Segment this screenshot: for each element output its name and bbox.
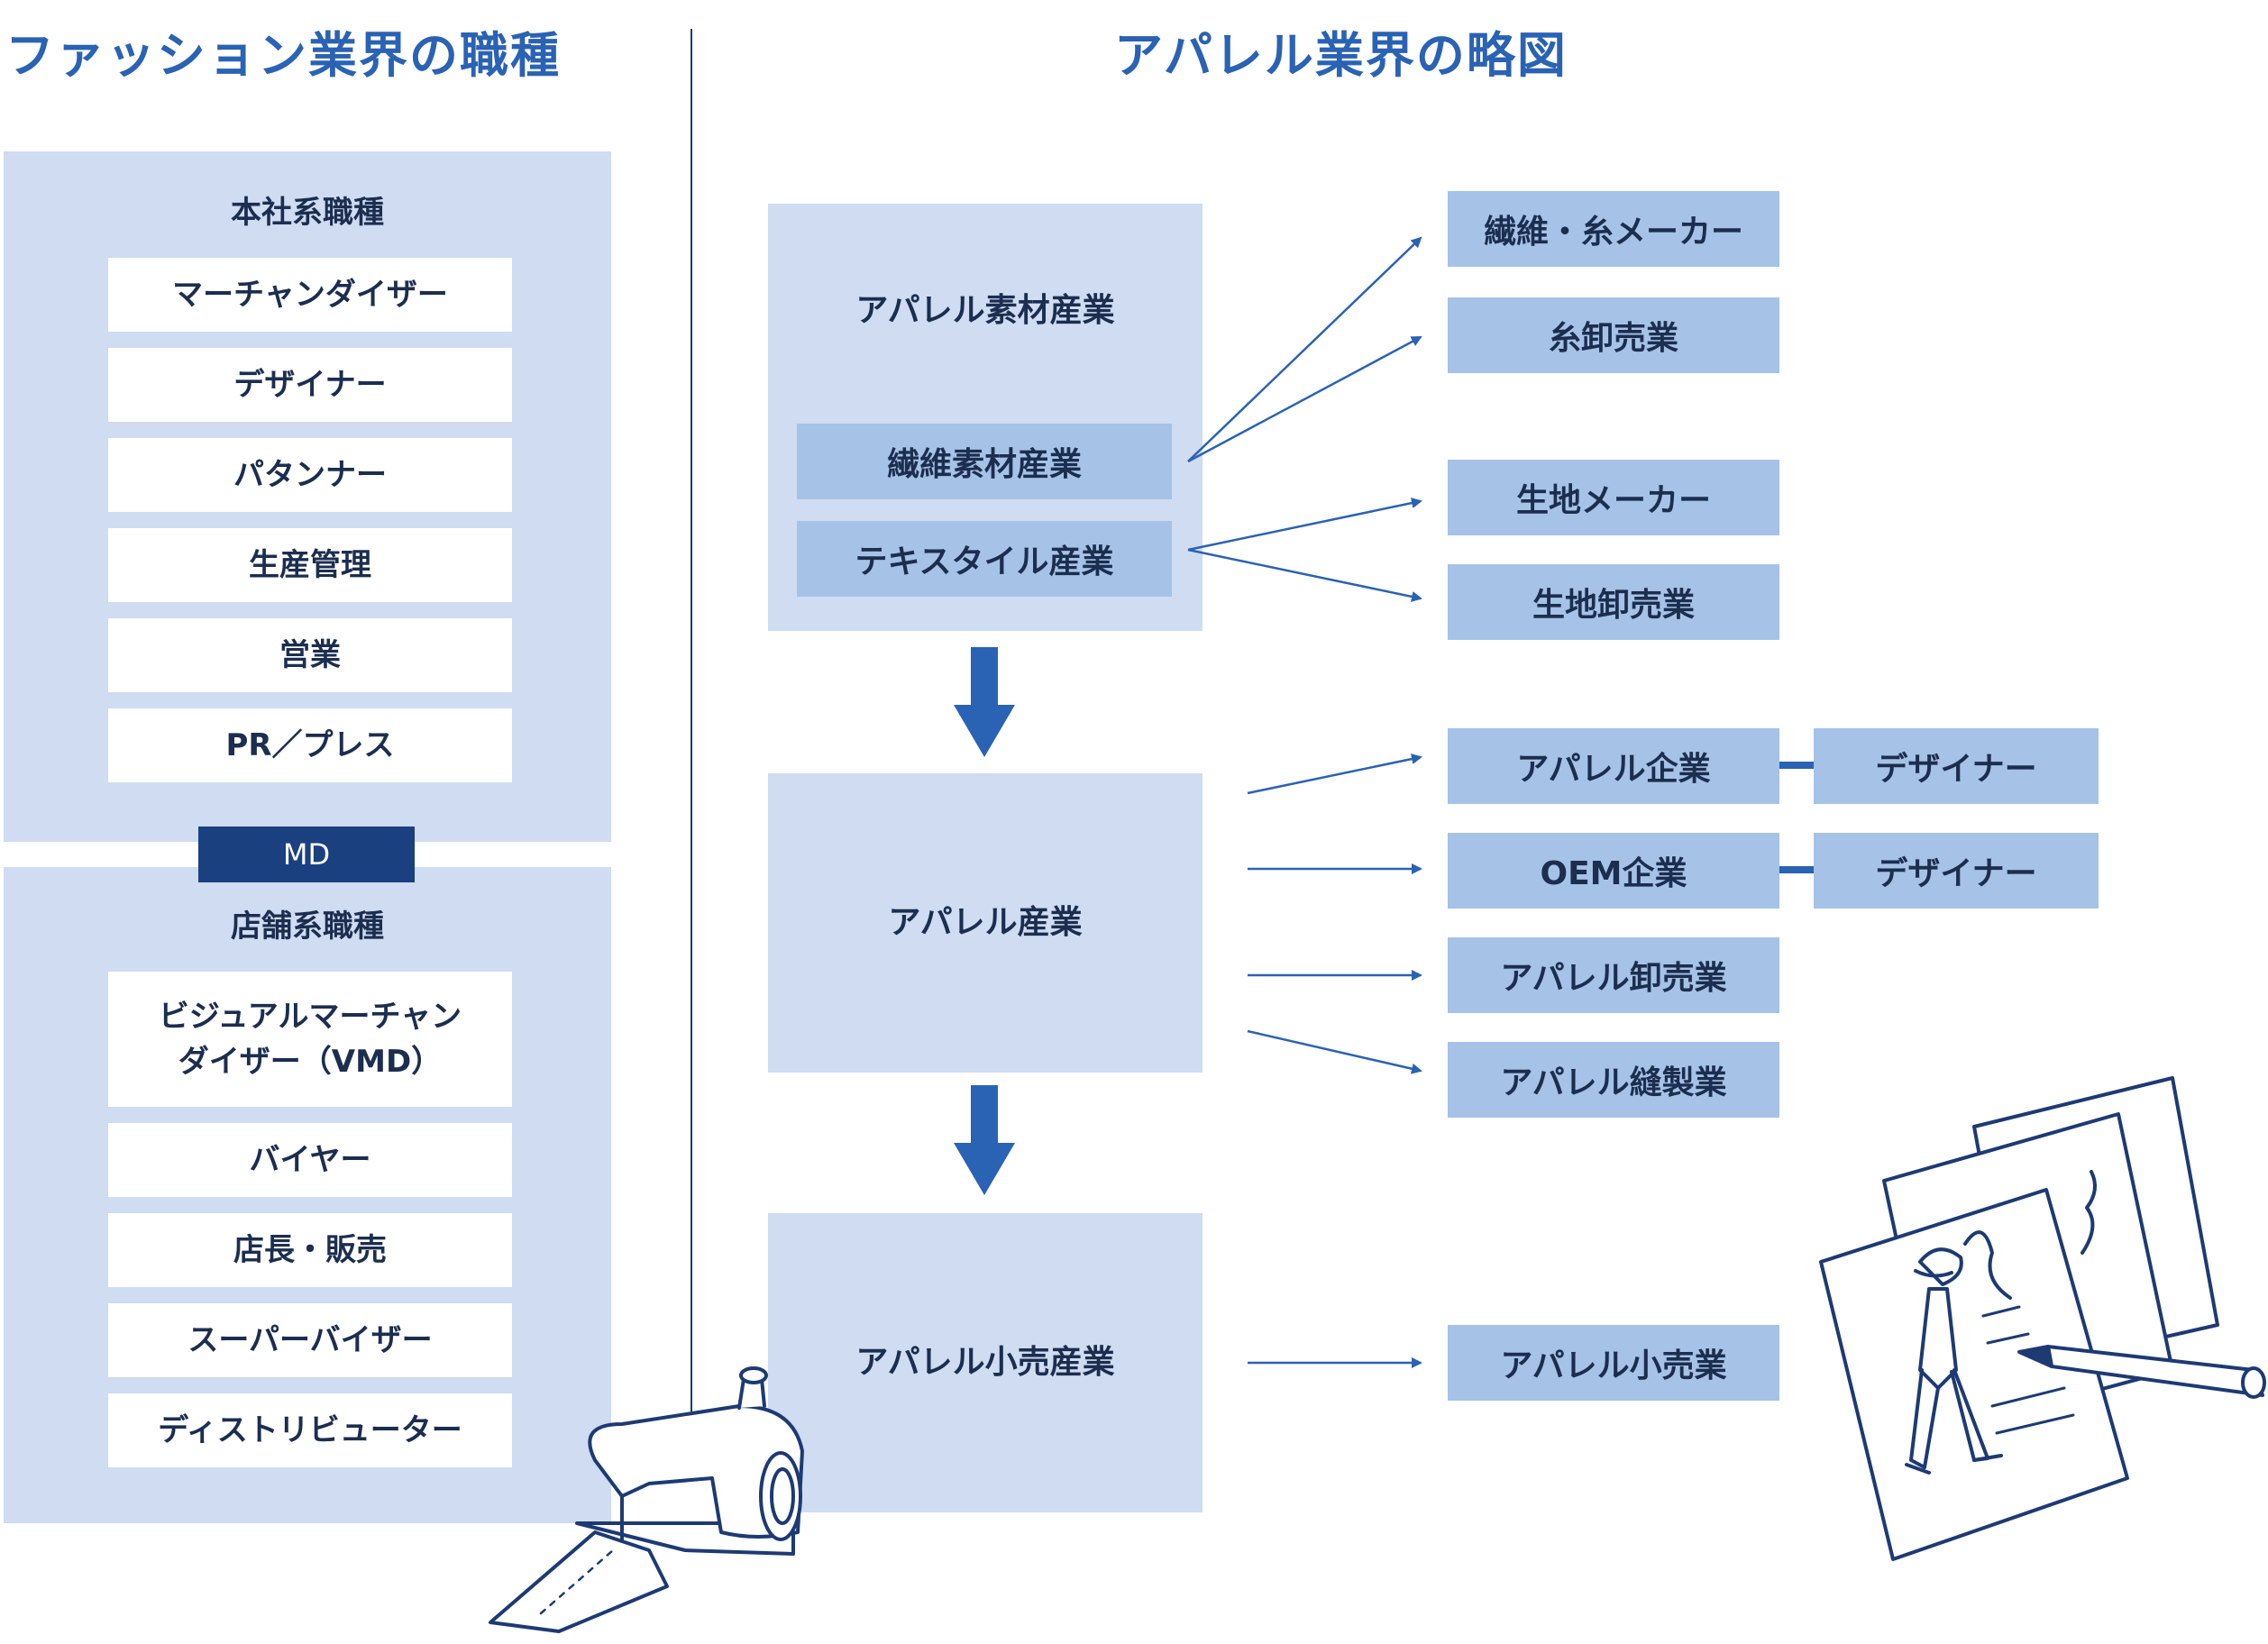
hq-item-patternmaker: パタンナー [108,438,512,512]
apparel-industry-label: アパレル産業 [888,904,1083,941]
material-industry-label: アパレル素材産業 [855,292,1115,329]
arrow-fiber-to-yarn [1187,335,1422,463]
connector-designer-1 [1779,762,1814,769]
fiber-material-box: 繊維素材産業 [797,424,1172,499]
yarn-wholesale-box: 糸卸売業 [1448,297,1779,373]
right-title: アパレル業界の略図 [1114,27,1568,84]
connector-designer-2 [1779,866,1814,873]
fabric-wholesale-box: 生地卸売業 [1448,564,1779,640]
arrow-fiber-to-maker [1187,236,1422,462]
retail-industry-box: アパレル小売産業 [768,1213,1203,1512]
store-item-vmd: ビジュアルマーチャン ダイザー（VMD） [108,972,512,1107]
hq-heading: 本社系職種 [231,195,384,231]
down-arrow-2 [954,1085,1015,1195]
textile-box: テキスタイル産業 [797,521,1172,597]
hq-item-merchandiser: マーチャンダイザー [108,258,512,332]
hq-panel: 本社系職種 マーチャンダイザー デザイナー パタンナー 生産管理 営業 PR／プ… [4,151,611,842]
left-title: ファッション業界の職種 [5,27,561,84]
arrow-textile-to-wholesale [1187,548,1422,602]
store-item-buyer: バイヤー [108,1123,512,1197]
apparel-retail-box: アパレル小売業 [1448,1325,1779,1401]
store-item-supervisor: スーパーバイザー [108,1303,512,1377]
hq-item-production: 生産管理 [108,528,512,602]
store-item-distributor: ディストリビューター [108,1393,512,1467]
fashion-sketch-icon [1819,1076,2266,1561]
sewing-machine-icon [489,1366,804,1633]
hq-item-pr: PR／プレス [108,708,512,782]
apparel-company-box: アパレル企業 [1448,728,1779,804]
arrow-textile-to-fabric [1187,498,1422,552]
md-badge: MD [198,827,415,882]
oem-company-box: OEM企業 [1448,833,1779,909]
store-panel: 店舗系職種 ビジュアルマーチャン ダイザー（VMD） バイヤー 店長・販売 スー… [4,867,611,1523]
divider-line [690,29,692,1453]
store-item-manager: 店長・販売 [108,1213,512,1287]
fiber-maker-box: 繊維・糸メーカー [1448,191,1779,267]
designer-box-2: デザイナー [1814,833,2099,909]
apparel-sewing-box: アパレル縫製業 [1448,1042,1779,1118]
designer-box-1: デザイナー [1814,728,2099,804]
hq-item-sales: 営業 [108,618,512,692]
arrow-apparel-to-company [1247,754,1422,795]
apparel-industry-box: アパレル産業 [768,773,1203,1073]
apparel-wholesale-box: アパレル卸売業 [1448,937,1779,1013]
hq-item-designer: デザイナー [108,348,512,422]
material-industry-box: アパレル素材産業 繊維素材産業 テキスタイル産業 [768,204,1203,631]
down-arrow-1 [954,647,1015,757]
store-heading: 店舗系職種 [231,909,384,945]
arrow-apparel-to-sewing [1247,1029,1422,1074]
retail-industry-label: アパレル小売産業 [855,1344,1115,1381]
fabric-maker-box: 生地メーカー [1448,460,1779,535]
